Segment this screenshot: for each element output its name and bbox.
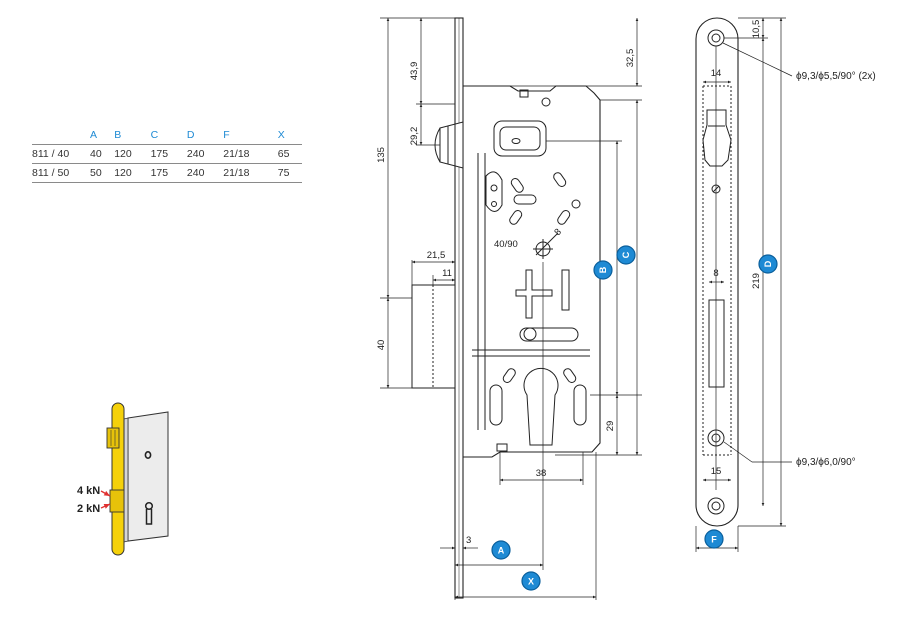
dimension-14: 14 (711, 68, 722, 79)
marker-c: C (616, 245, 636, 265)
table-row: 811 / 40 40 120 175 240 21/18 65 (32, 144, 302, 164)
dimension-8: 8 (713, 268, 718, 279)
table-cell: 811 / 50 (32, 163, 90, 183)
dimension-38: 38 (536, 468, 547, 479)
dimension-8-small: 8 (552, 227, 564, 239)
table-header-cell: D (186, 127, 224, 145)
table-header-cell: F (223, 127, 278, 145)
table-cell: 175 (150, 163, 187, 183)
dimension-40: 40 (376, 340, 387, 351)
faceplate-dimensions (695, 17, 793, 552)
dimension-219: 219 (751, 273, 762, 289)
faceplate-dimension-labels: 10,5 14 8 219 15 ϕ9,3/ϕ5,5/90° (2x) ϕ9,3… (711, 20, 876, 477)
marker-d-label: D (763, 260, 773, 267)
dimension-10-5: 10,5 (751, 20, 762, 39)
force-label-lower: 2 kN (77, 503, 100, 515)
dimension-40-90: 40/90 (494, 239, 518, 250)
marker-x-label: X (528, 577, 534, 587)
table-cell: 65 (277, 144, 302, 164)
dimension-21-5: 21,5 (427, 250, 446, 261)
dimension-29-2: 29,2 (409, 127, 420, 146)
table-row: 811 / 50 50 120 175 240 21/18 75 (32, 163, 302, 183)
dimension-43-9: 43,9 (409, 62, 420, 81)
table-cell: 240 (186, 144, 224, 164)
table-cell: 40 (90, 144, 115, 164)
marker-b-label: B (598, 266, 608, 273)
marker-d: D (758, 254, 778, 274)
table-cell: 75 (277, 163, 302, 183)
table-cell: 811 / 40 (32, 144, 90, 164)
dimension-3: 3 (466, 535, 471, 546)
table-header-row: A B C D F X (32, 127, 302, 145)
marker-c-label: C (621, 251, 631, 258)
side-view-dimensions (380, 17, 642, 600)
lock-side-view (411, 17, 601, 599)
table-cell: 21/18 (223, 144, 278, 164)
dimension-135: 135 (376, 147, 387, 163)
table-cell: 50 (90, 163, 115, 183)
marker-b: B (593, 260, 613, 280)
marker-a: A (491, 540, 511, 560)
top-hole-note: ϕ9,3/ϕ5,5/90° (2x) (796, 71, 876, 82)
dimension-table: A B C D F X 811 / 40 40 120 175 240 21/1… (32, 127, 302, 183)
dimension-29: 29 (605, 421, 616, 432)
table-header-cell: A (90, 127, 115, 145)
table-cell: 240 (186, 163, 224, 183)
table-header-cell (32, 127, 90, 145)
bottom-hole-note: ϕ9,3/ϕ6,0/90° (796, 457, 856, 468)
table-cell: 120 (114, 163, 151, 183)
table-header-cell: X (277, 127, 302, 145)
marker-f-label: F (711, 535, 717, 545)
force-label-upper: 4 kN (77, 485, 100, 497)
marker-x: X (521, 571, 541, 591)
table-cell: 175 (150, 144, 187, 164)
table-header-cell: B (114, 127, 151, 145)
table-cell: 120 (114, 144, 151, 164)
dimension-11: 11 (442, 268, 452, 279)
marker-f: F (704, 529, 724, 549)
dimension-32-5: 32,5 (625, 49, 636, 68)
side-view-dimension-labels: 135 40 43,9 29,2 32,5 21,5 11 40/90 8 38… (376, 49, 636, 546)
marker-a-label: A (498, 546, 505, 556)
table-header-cell: C (150, 127, 187, 145)
dimension-15: 15 (711, 466, 722, 477)
table-cell: 21/18 (223, 163, 278, 183)
lock-3d-illustration: 4 kN 2 kN (77, 402, 169, 556)
